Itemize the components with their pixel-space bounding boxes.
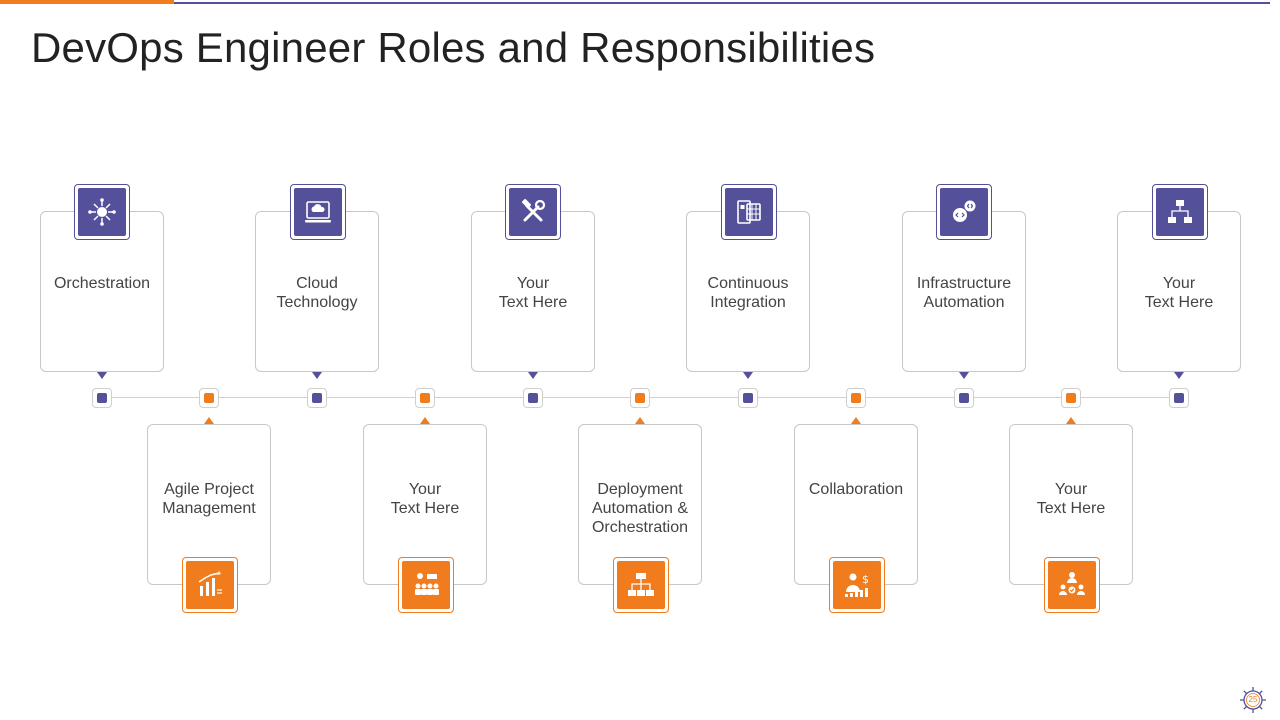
timeline-node bbox=[199, 388, 219, 408]
role-icon-box bbox=[182, 557, 238, 613]
role-icon-box bbox=[1152, 184, 1208, 240]
role-label: Collaboration bbox=[808, 481, 904, 498]
pointer-arrow bbox=[1174, 372, 1184, 379]
role-icon-box bbox=[936, 184, 992, 240]
team-approval-icon bbox=[1059, 572, 1085, 595]
role-label: Your Text Here bbox=[1144, 275, 1214, 311]
growth-chart-icon bbox=[198, 571, 222, 596]
role-icon-box bbox=[398, 557, 454, 613]
timeline-node bbox=[954, 388, 974, 408]
timeline-node bbox=[738, 388, 758, 408]
role-icon-box bbox=[74, 184, 130, 240]
hierarchy-code-icon bbox=[1168, 200, 1192, 223]
pointer-arrow bbox=[851, 417, 861, 424]
role-label: Cloud Technology bbox=[276, 275, 358, 311]
pointer-arrow bbox=[97, 372, 107, 379]
role-label: Infrastructure Automation bbox=[916, 275, 1012, 311]
timeline-node bbox=[1169, 388, 1189, 408]
pointer-arrow bbox=[743, 372, 753, 379]
document-grid-icon bbox=[737, 200, 761, 224]
gears-code-icon bbox=[953, 200, 976, 222]
role-card-top: Orchestration bbox=[40, 211, 164, 372]
role-label: Orchestration bbox=[53, 275, 151, 292]
role-icon-box bbox=[613, 557, 669, 613]
role-icon-box: $ bbox=[829, 557, 885, 613]
role-label: Continuous Integration bbox=[707, 275, 789, 311]
pointer-arrow bbox=[204, 417, 214, 424]
pointer-arrow bbox=[635, 417, 645, 424]
timeline-node bbox=[307, 388, 327, 408]
role-label: Agile Project Management bbox=[162, 481, 256, 517]
cloud-computer-icon bbox=[305, 201, 331, 223]
svg-text:$: $ bbox=[862, 573, 869, 586]
businessman-dollar-icon: $ bbox=[845, 573, 869, 597]
role-label: Your Text Here bbox=[498, 275, 568, 311]
pointer-arrow bbox=[959, 372, 969, 379]
slide-title: DevOps Engineer Roles and Responsibiliti… bbox=[31, 24, 876, 71]
team-board-icon bbox=[415, 573, 439, 595]
gear-icon bbox=[1240, 687, 1266, 713]
timeline-node bbox=[415, 388, 435, 408]
role-label: Deployment Automation & Orchestration bbox=[591, 481, 689, 536]
page-number: 25 bbox=[1248, 695, 1258, 704]
timeline-node bbox=[846, 388, 866, 408]
pointer-arrow bbox=[1066, 417, 1076, 424]
timeline-node bbox=[630, 388, 650, 408]
role-icon-box bbox=[721, 184, 777, 240]
role-icon-box bbox=[505, 184, 561, 240]
role-card-bottom: Deployment Automation & Orchestration bbox=[578, 424, 702, 585]
top-accent-bar-orange bbox=[0, 0, 174, 4]
pointer-arrow bbox=[420, 417, 430, 424]
pointer-arrow bbox=[528, 372, 538, 379]
timeline-node bbox=[523, 388, 543, 408]
org-chart-icon bbox=[628, 573, 654, 596]
role-icon-box bbox=[290, 184, 346, 240]
role-card-bottom: Your Text Here bbox=[1009, 424, 1133, 585]
timeline-node bbox=[1061, 388, 1081, 408]
role-label: Your Text Here bbox=[1036, 481, 1106, 517]
timeline-node bbox=[92, 388, 112, 408]
tools-icon bbox=[521, 198, 546, 222]
pointer-arrow bbox=[312, 372, 322, 379]
role-icon-box bbox=[1044, 557, 1100, 613]
top-accent-bar-purple bbox=[174, 2, 1270, 4]
network-hub-icon bbox=[88, 198, 116, 226]
role-label: Your Text Here bbox=[390, 481, 460, 517]
